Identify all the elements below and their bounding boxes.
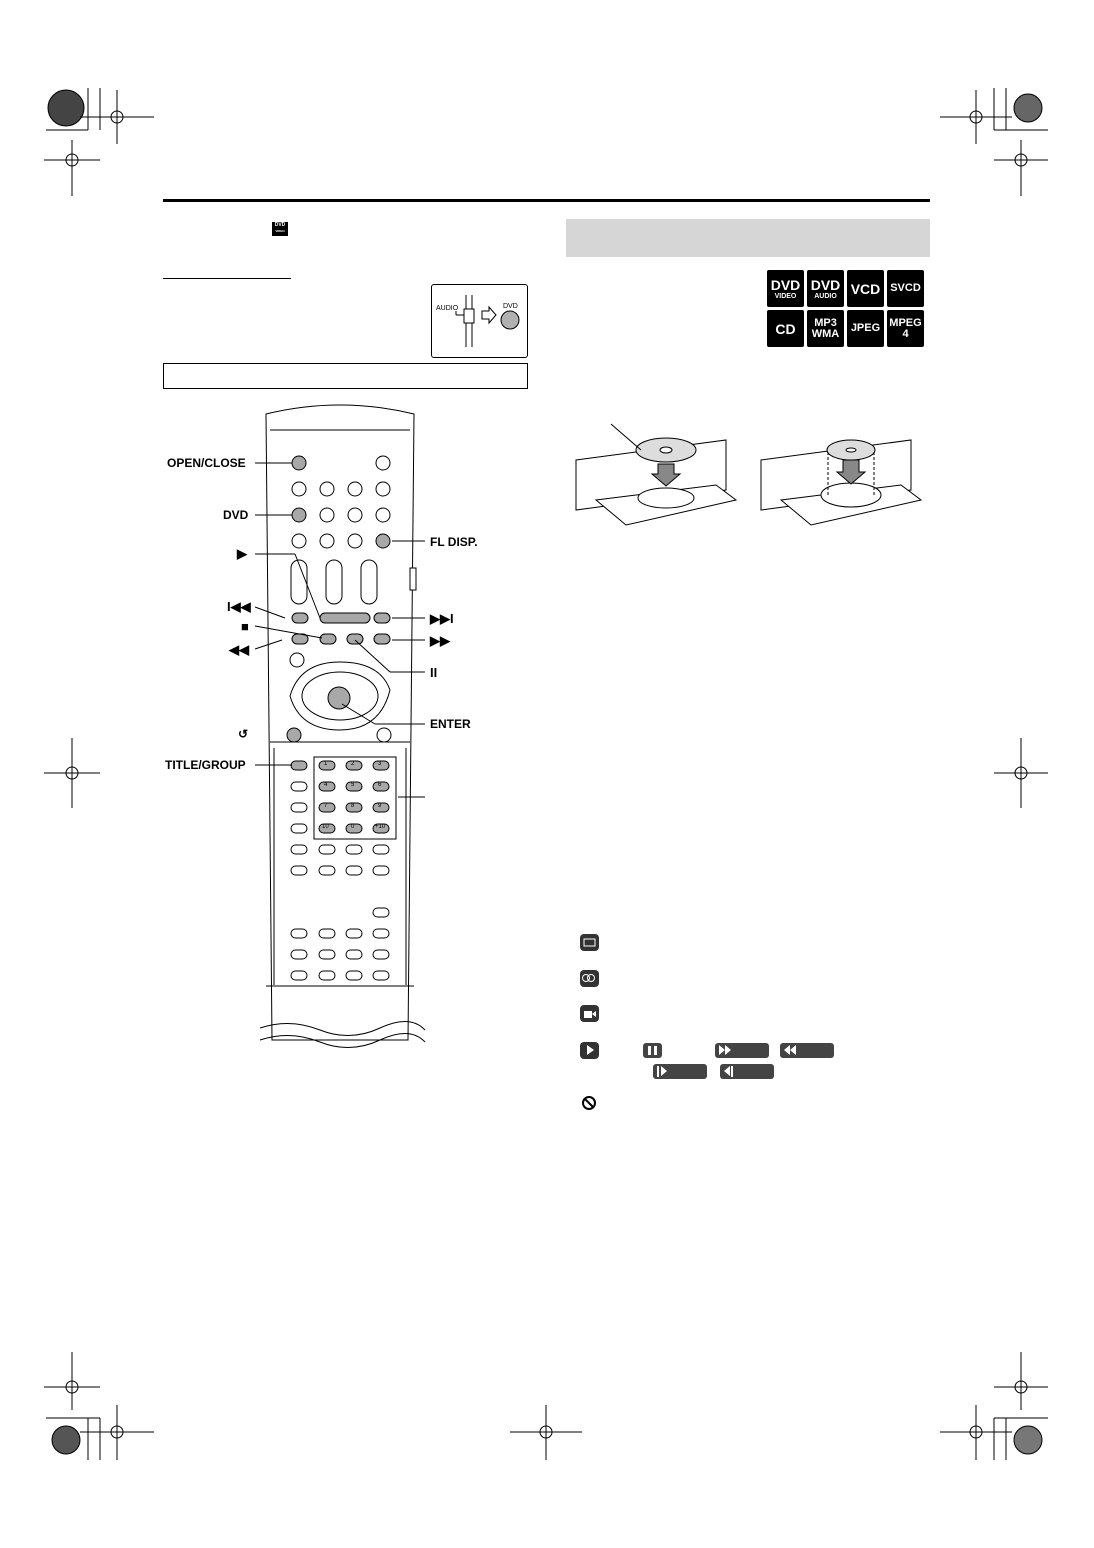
callout-return: ↺ (238, 727, 249, 741)
key-5[interactable]: 5 (351, 782, 355, 788)
key-6[interactable]: 6 (378, 782, 382, 788)
subheading-underline (163, 278, 291, 279)
callout-fl-disp: FL DISP. (430, 535, 478, 549)
callout-play: ▶ (237, 546, 247, 561)
key-3[interactable]: 3 (378, 761, 382, 767)
format-badge-svcd: SVCD (887, 270, 924, 307)
key-1[interactable]: 1 (324, 761, 328, 767)
switch-audio-label: AUDIO (436, 305, 459, 312)
key-2[interactable]: 2 (351, 761, 355, 767)
format-badge-vcd: VCD (847, 270, 884, 307)
format-badge-jpeg: JPEG (847, 310, 884, 347)
callout-stop: ■ (241, 619, 249, 634)
numeric-keypad: 1 2 3 4 5 6 7 8 9 10 0 +10 (319, 761, 399, 841)
callout-dvd: DVD (223, 508, 249, 522)
key-4[interactable]: 4 (324, 782, 328, 788)
callout-rewind: ◀◀ (229, 642, 249, 657)
callout-open-close: OPEN/CLOSE (167, 456, 246, 470)
callout-pause: II (430, 665, 438, 680)
instruction-box (163, 363, 528, 389)
section-heading-bar (566, 219, 930, 257)
callout-enter: ENTER (430, 717, 471, 731)
mode-switch-diagram: AUDIO DVD (431, 284, 528, 358)
remote-control-illustration (259, 404, 426, 1048)
callout-fast-forward: ▶▶ (430, 633, 450, 648)
callout-leaders (254, 462, 425, 798)
key-plus10[interactable]: +10 (375, 824, 386, 830)
dvd-badge-line2: VIDEO (275, 229, 285, 233)
format-badge-cd: CD (767, 310, 804, 347)
switch-dvd-label: DVD (503, 303, 518, 310)
key-10[interactable]: 10 (322, 824, 329, 830)
callout-next: ▶▶I (430, 611, 454, 626)
dvd-badge-line1: DVD (274, 222, 286, 228)
callout-prev: I◀◀ (227, 599, 251, 614)
key-0[interactable]: 0 (351, 824, 355, 830)
dvd-video-badge: DVD VIDEO (272, 222, 288, 236)
header-rule (163, 199, 930, 202)
key-7[interactable]: 7 (324, 803, 328, 809)
key-8[interactable]: 8 (351, 803, 355, 809)
callout-title-group: TITLE/GROUP (165, 758, 246, 772)
key-9[interactable]: 9 (378, 803, 382, 809)
disc-loading-illustration (575, 423, 923, 526)
onscreen-icons (580, 934, 834, 1110)
